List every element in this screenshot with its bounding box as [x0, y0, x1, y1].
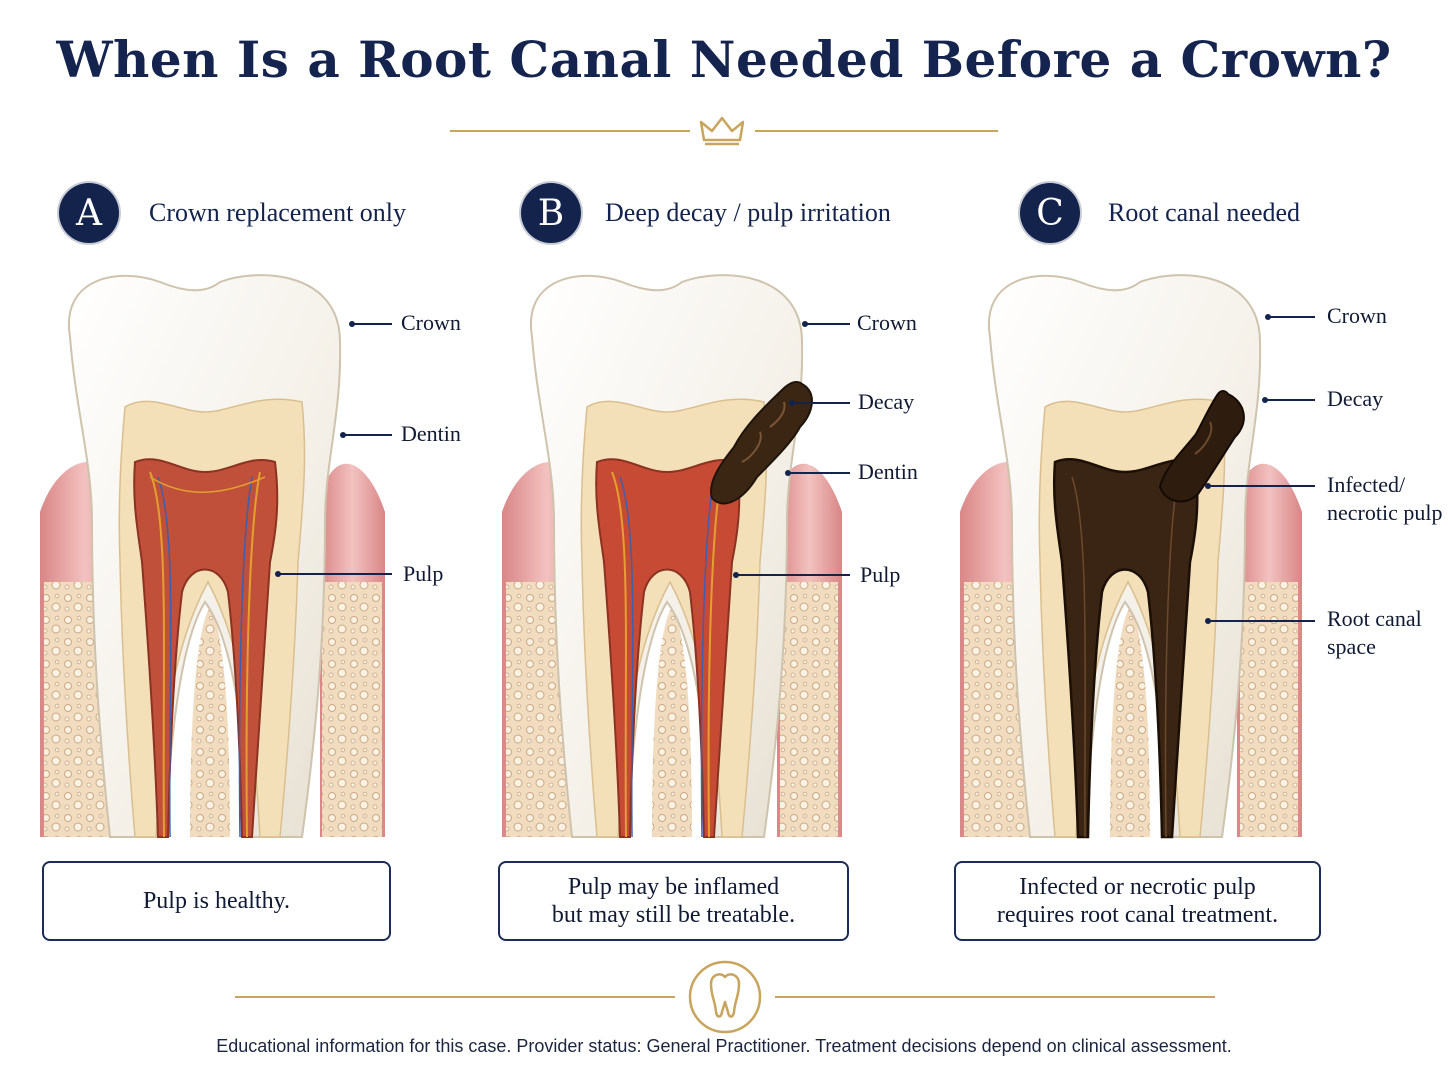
panel-b-label-dentin: Dentin [858, 459, 918, 484]
panel-c-title: Root canal needed [1108, 198, 1301, 227]
panel-b-caption-line-2: but may still be treatable. [551, 902, 796, 928]
page-title: When Is a Root Canal Needed Before a Cro… [56, 30, 1392, 89]
panel-b-title: Deep decay / pulp irritation [605, 198, 891, 227]
panel-c-label-infected: Infected/ [1327, 472, 1406, 497]
panel-b-label-crown: Crown [857, 310, 917, 335]
panel-a-title: Crown replacement only [149, 198, 407, 227]
panel-a-badge: A [59, 183, 119, 243]
crown-icon [699, 116, 745, 146]
panel-c-caption-line-1: Infected or necrotic pulp [1019, 874, 1256, 900]
panel-b-header: B Deep decay / pulp irritation [521, 183, 891, 243]
panel-a-caption: Pulp is healthy. [42, 861, 391, 941]
footer-disclaimer: Educational information for this case. P… [216, 1036, 1232, 1056]
panel-b-caption: Pulp may be inflamed but may still be tr… [498, 861, 849, 941]
tooth-icon [688, 960, 762, 1034]
panel-c-label-decay: Decay [1327, 386, 1384, 411]
panel-c-badge: C [1020, 183, 1080, 243]
footer-divider [235, 960, 1215, 1034]
panel-c-caption-line-2: requires root canal treatment. [996, 902, 1279, 928]
panel-b-badge: B [521, 183, 581, 243]
panel-c-header: C Root canal needed [1020, 183, 1300, 243]
panel-a-label-crown: Crown [401, 310, 461, 335]
tooth-a-illustration [40, 274, 392, 838]
panel-c-label-necrotic-pulp: necrotic pulp [1327, 500, 1443, 525]
panel-b-label-pulp: Pulp [860, 562, 901, 587]
panel-b-caption-line-1: Pulp may be inflamed [567, 874, 780, 900]
title-divider [450, 116, 998, 146]
panel-c-label-space: space [1327, 634, 1376, 659]
panel-a-label-pulp: Pulp [403, 561, 444, 586]
panel-a-label-dentin: Dentin [401, 421, 461, 446]
panel-c-caption: Infected or necrotic pulp requires root … [954, 861, 1321, 941]
tooth-c-illustration [960, 274, 1315, 839]
tooth-b-illustration [502, 274, 850, 838]
panel-c-label-root-canal: Root canal [1327, 606, 1422, 631]
panel-b-label-decay: Decay [858, 389, 915, 414]
panel-a-caption-text: Pulp is healthy. [142, 888, 291, 914]
panel-a-header: A Crown replacement only [59, 183, 406, 243]
panel-c-label-crown: Crown [1327, 303, 1387, 328]
